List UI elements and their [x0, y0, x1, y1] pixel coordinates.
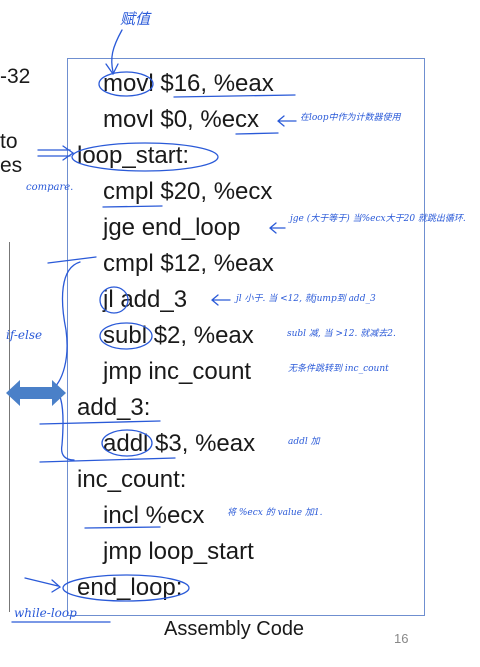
code-line: cmpl $12, %eax — [103, 250, 274, 277]
underline-inc-count — [39, 457, 176, 463]
addl-circle — [101, 429, 153, 457]
subl-circle — [99, 322, 153, 350]
page-number: 16 — [394, 631, 409, 646]
code-line: subl $2, %eax — [103, 322, 254, 349]
annotation-compare: compare. — [26, 182, 74, 193]
underline-cmpl — [102, 205, 163, 208]
movl-circle — [98, 71, 154, 97]
jl-circle — [99, 286, 129, 314]
annotation-if-else: if-else — [6, 328, 43, 342]
underline-add3 — [39, 420, 161, 425]
code-line: cmpl $20, %ecx — [103, 178, 273, 205]
underline-eax — [173, 94, 296, 98]
annotation-while-loop: while-loop — [14, 606, 77, 620]
caption: Assembly Code — [164, 618, 305, 640]
assign-arrow — [111, 29, 123, 73]
brace-tick — [47, 256, 97, 264]
annotation-jl: jl 小于. 当 <12, 就jump到 add_3 — [236, 294, 376, 304]
code-line: addl $3, %eax — [103, 430, 256, 457]
code-line: movl $16, %eax — [103, 70, 274, 97]
annotation-jmp: 无条件跳转到 inc_count — [288, 364, 389, 374]
jge-arrow — [268, 222, 286, 234]
code-line: jmp loop_start — [103, 538, 254, 565]
edge-fragment-mid-1: to — [0, 130, 18, 153]
underline-incl — [84, 526, 161, 529]
annotation-incl: 将 %ecx 的 value 加1. — [227, 508, 323, 518]
code-line: movl $0, %ecx — [103, 106, 260, 133]
ecx-arrow — [276, 115, 297, 127]
code-line: jl add_3 — [103, 286, 188, 313]
jl-arrow — [210, 294, 231, 306]
left-divider — [9, 242, 10, 612]
code-line: jmp inc_count — [103, 358, 252, 385]
edge-fragment-mid-2: es — [0, 154, 23, 177]
code-label: inc_count: — [77, 466, 187, 493]
end-loop-circle — [62, 574, 190, 602]
annotation-counter: 在loop中作为计数器使用 — [300, 113, 401, 123]
code-label: end_loop: — [77, 574, 183, 601]
if-else-brace — [52, 261, 81, 461]
underline-ecx — [235, 132, 279, 135]
code-line: jge end_loop — [103, 214, 241, 241]
loop-start-circle — [71, 142, 219, 172]
annotation-assign: 赋值 — [120, 10, 151, 28]
annotation-subl: subl 减, 当 >12. 就减去2. — [287, 329, 396, 339]
end-loop-arrow — [24, 577, 62, 593]
code-label: add_3: — [77, 394, 151, 421]
loop-arrow — [37, 145, 75, 161]
edge-fragment-top: -32 — [0, 65, 31, 88]
double-arrow-icon — [6, 380, 66, 406]
annotation-addl: addl 加 — [288, 437, 320, 447]
code-line: incl %ecx — [103, 502, 205, 529]
annotation-jge: jge (大于等于) 当%ecx大于20 就跳出循环. — [290, 214, 466, 224]
code-box — [67, 58, 425, 616]
